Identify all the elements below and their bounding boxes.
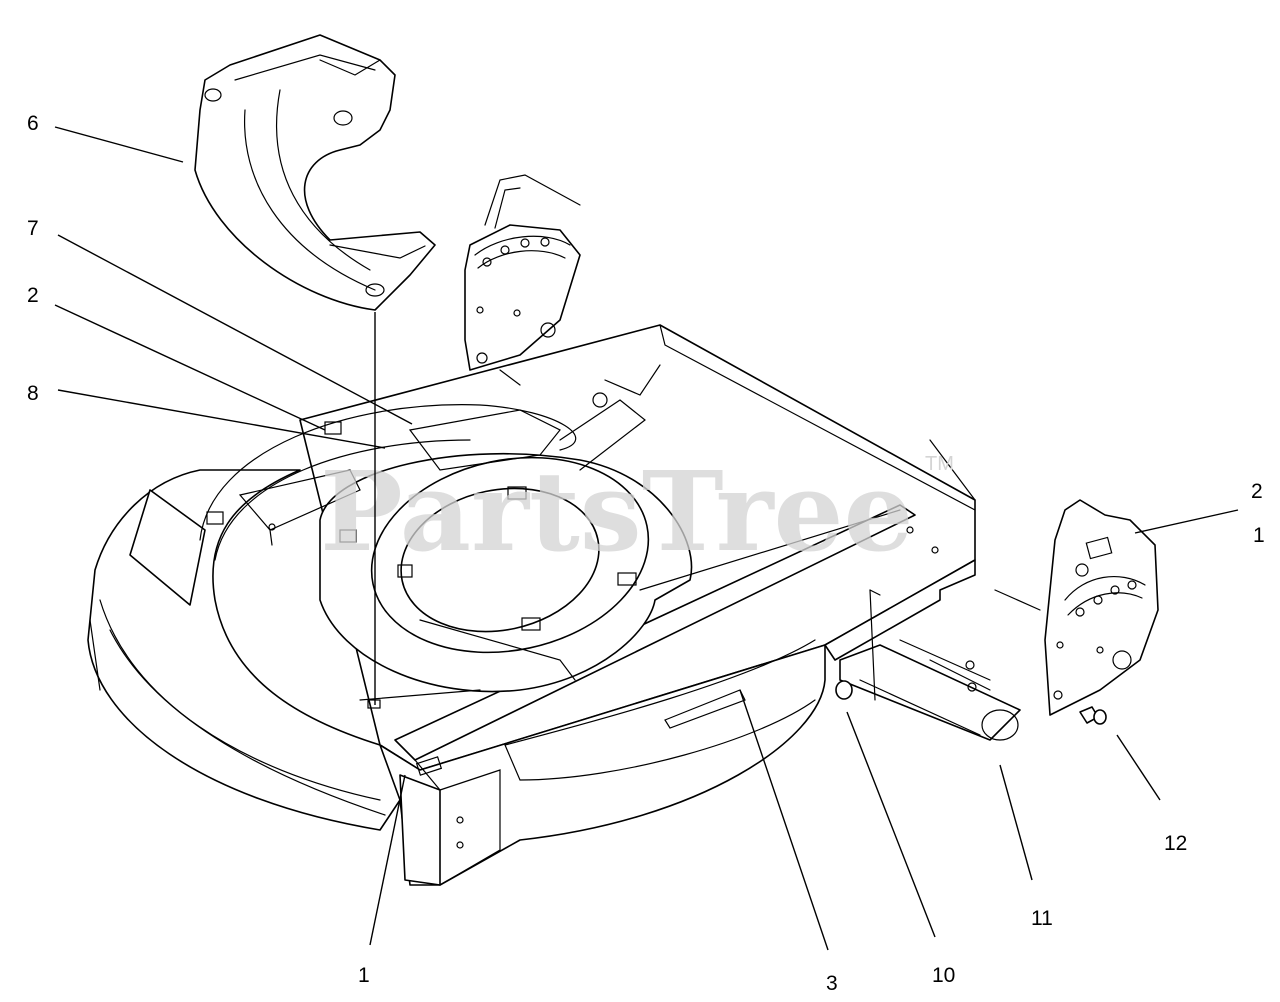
callout-2-left: 2 — [27, 284, 39, 307]
axle-assembly — [835, 589, 1107, 741]
callout-3: 3 — [826, 972, 838, 995]
callout-11: 11 — [1031, 907, 1053, 930]
callout-12: 12 — [1164, 832, 1187, 855]
callouts: 6 7 2 8 2 1 12 11 10 3 1 — [27, 112, 1265, 995]
leader-lines — [54, 126, 1239, 951]
callout-10: 10 — [932, 964, 955, 987]
callout-1-bottom: 1 — [358, 964, 370, 987]
callout-1-right: 1 — [1253, 524, 1265, 547]
callout-6: 6 — [27, 112, 39, 135]
callout-2-right: 2 — [1251, 480, 1263, 503]
height-adjuster-top — [464, 174, 581, 386]
height-adjuster-right — [994, 499, 1159, 716]
callout-7: 7 — [27, 217, 39, 240]
watermark-trademark: TM — [925, 453, 954, 475]
deck-baffle — [199, 399, 901, 729]
callout-8: 8 — [27, 382, 39, 405]
part-6-shroud — [194, 34, 436, 311]
watermark-text: PartsTree — [320, 447, 914, 576]
